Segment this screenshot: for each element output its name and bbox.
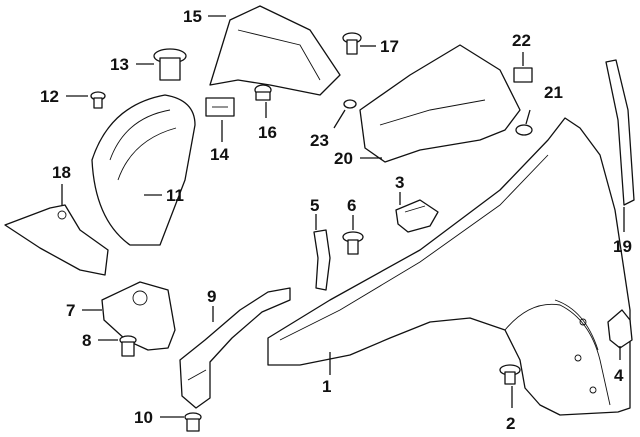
strip-part-5: [313, 229, 331, 291]
shield-part-18: [4, 204, 109, 276]
fender-part: [267, 117, 631, 416]
callout-10: 10: [134, 408, 153, 427]
callout-18: 18: [52, 163, 71, 182]
grommet-part-14: [205, 97, 235, 117]
callout-3: 3: [395, 173, 404, 192]
callout-11: 11: [166, 186, 184, 205]
bolt-part-8: [119, 335, 137, 357]
upper-liner-part-15: [209, 5, 341, 96]
callout-21: 21: [544, 83, 563, 102]
callout-22: 22: [512, 31, 531, 50]
callout-17: 17: [380, 37, 399, 56]
bolt-part-2: [499, 364, 521, 385]
callout-23: 23: [310, 131, 329, 150]
callout-13: 13: [110, 55, 129, 74]
callout-6: 6: [347, 196, 356, 215]
nut-part-16: [254, 84, 272, 101]
screw-part-23: [343, 99, 357, 109]
nut-part-21: [515, 124, 533, 136]
brace-part-9: [179, 287, 291, 409]
leader-lines: [61, 15, 625, 418]
callout-19: 19: [613, 237, 632, 256]
callout-12: 12: [40, 87, 59, 106]
callout-15: 15: [183, 7, 202, 26]
callout-5: 5: [310, 196, 319, 215]
clip-part-22: [513, 67, 533, 83]
callout-20: 20: [334, 149, 353, 168]
bolt-part-6: [342, 231, 364, 255]
callout-numbers: 1 2 3 4 5 6 7 8 9 10 11 12 13 14 15 16 1…: [40, 7, 632, 433]
callout-8: 8: [82, 331, 91, 350]
callout-7: 7: [66, 301, 75, 320]
callout-14: 14: [210, 145, 229, 164]
mount-part-7: [101, 281, 176, 351]
bolt-part-10: [184, 412, 202, 432]
trim-part-19: [605, 59, 635, 206]
splash-shield-part-20: [359, 44, 521, 163]
bracket-part-3: [395, 199, 439, 233]
callout-16: 16: [258, 123, 277, 142]
callout-9: 9: [207, 287, 216, 306]
bracket-part-4: [607, 309, 633, 349]
screw-part-12: [90, 91, 106, 109]
clip-part-17: [342, 32, 362, 55]
callout-1: 1: [322, 377, 331, 396]
liner-part-11: [91, 94, 196, 246]
callout-2: 2: [506, 414, 515, 433]
plug-part-13: [153, 48, 187, 81]
callout-4: 4: [614, 366, 624, 385]
